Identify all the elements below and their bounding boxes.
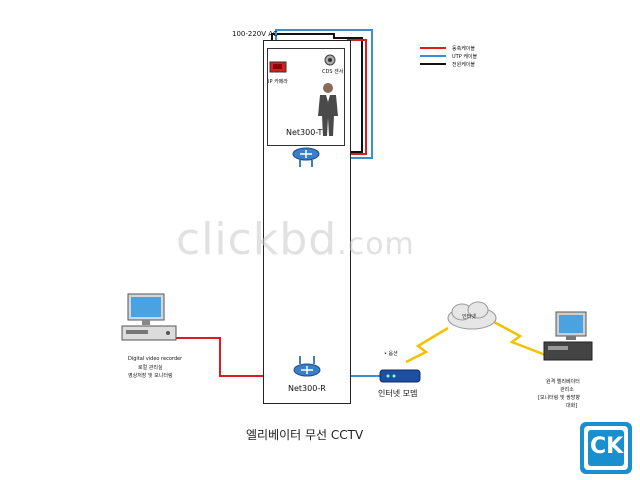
watermark: clickbd.com bbox=[176, 214, 415, 265]
modem-option-label: • 옵션 bbox=[384, 351, 398, 357]
remote-pc-icon bbox=[543, 311, 593, 361]
person-icon bbox=[318, 83, 338, 136]
power-label: 100-220V AC bbox=[232, 30, 278, 38]
watermark-text: clickbd bbox=[176, 214, 338, 265]
net300-r-label: Net300-R bbox=[288, 384, 326, 393]
brand-logo bbox=[580, 422, 632, 474]
diagram-caption: 엘리베이터 무선 CCTV bbox=[246, 428, 364, 442]
cloud-icon bbox=[447, 301, 497, 330]
camera-icon bbox=[269, 61, 287, 73]
legend-utp-label: UTP 케이블 bbox=[452, 54, 478, 60]
utp-cable bbox=[275, 29, 373, 159]
cloud-label: 인터넷 bbox=[462, 314, 476, 320]
sensor-icon bbox=[324, 54, 336, 66]
watermark-domain: .com bbox=[337, 227, 415, 262]
remote-label-line1: 원격 엘리베이터 bbox=[546, 379, 580, 385]
camera-label: IP 카메라 bbox=[268, 79, 288, 85]
net300-t-label: Net300-T bbox=[286, 128, 323, 137]
dvr-label-line1: 로컬 관리실 bbox=[138, 365, 163, 371]
brand-logo-text: CK bbox=[590, 434, 624, 459]
remote-label-line3: [모니터링 및 쌍방향 bbox=[538, 395, 580, 401]
modem-icon bbox=[379, 369, 421, 383]
coax-cable-local bbox=[174, 337, 292, 377]
wireless-link-remote bbox=[493, 320, 549, 358]
legend-power-label: 전원케이블 bbox=[452, 62, 476, 68]
modem-label: 인터넷 모뎀 bbox=[378, 389, 418, 398]
router-icon bbox=[292, 147, 320, 167]
router-icon bbox=[293, 356, 321, 377]
remote-label-line4: 대화] bbox=[566, 403, 578, 409]
power-cable bbox=[271, 33, 363, 153]
wireless-link-cloud bbox=[405, 326, 449, 364]
dvr-model-label: Digital video recorder bbox=[128, 356, 183, 362]
dvr-monitor-icon bbox=[121, 293, 177, 341]
sensor-label: CDS 센서 bbox=[322, 69, 344, 75]
remote-label-line2: 관리소 bbox=[560, 387, 574, 393]
dvr-label-line2: 영상저장 및 모니터링 bbox=[128, 373, 173, 379]
legend-coax-label: 동축케이블 bbox=[452, 46, 476, 52]
